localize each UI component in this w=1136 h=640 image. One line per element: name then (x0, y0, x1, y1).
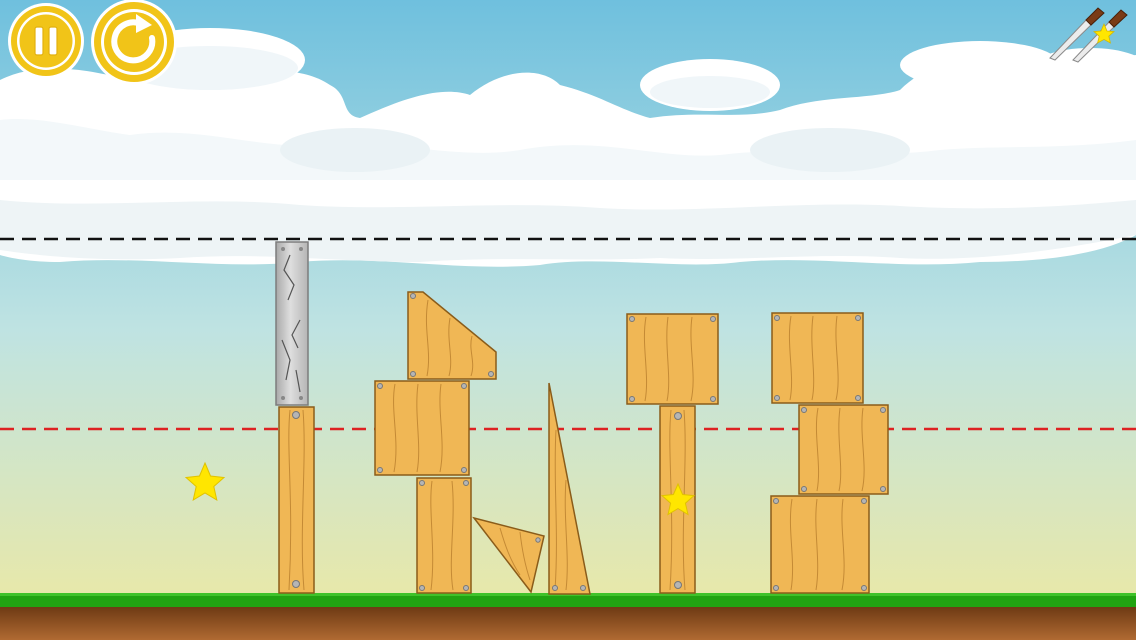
wood-pillar-center-left[interactable] (416, 477, 472, 594)
wood-triangle-small[interactable] (472, 516, 545, 594)
soil-ground (0, 607, 1136, 640)
pause-icon (34, 26, 58, 56)
wood-crate-right-top[interactable] (771, 312, 864, 404)
knife-icon (1049, 7, 1105, 61)
cloud-bank (0, 28, 1136, 267)
grass-strip (0, 593, 1136, 607)
restart-button[interactable] (91, 0, 177, 85)
wood-crate-right-middle[interactable] (798, 404, 889, 495)
star-collectible-pillar[interactable] (660, 482, 696, 516)
knife-counter (1049, 7, 1128, 63)
pause-button[interactable] (8, 3, 84, 79)
restart-icon (111, 14, 156, 64)
wood-trapezoid-top[interactable] (407, 291, 497, 380)
wood-tall-pillar-left[interactable] (278, 406, 315, 594)
star-icon (1093, 22, 1115, 44)
stone-pillar[interactable] (275, 241, 309, 406)
wood-crate-right-bottom[interactable] (770, 495, 870, 594)
wood-crate-middle[interactable] (374, 380, 470, 476)
wood-triangle-tall[interactable] (548, 382, 591, 595)
wood-crate-top-center[interactable] (626, 313, 719, 405)
star-collectible-left[interactable] (184, 461, 226, 502)
